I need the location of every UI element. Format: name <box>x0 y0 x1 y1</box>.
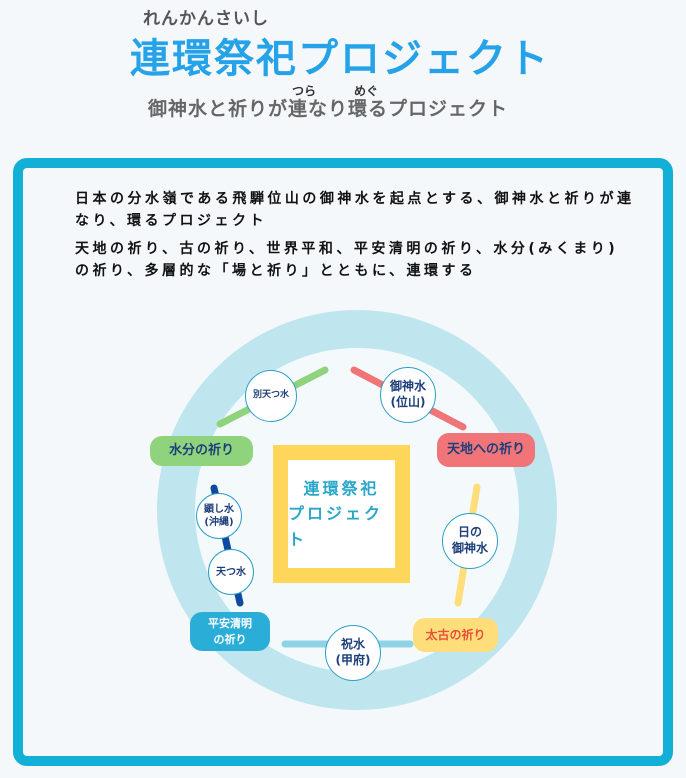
title-ruby: れんかんさいし <box>143 9 269 29</box>
bubble-iwai: 祝水(甲府) <box>325 625 381 681</box>
kurai-line-1: 御神水 <box>389 379 426 394</box>
ruby-megu: めぐ <box>354 84 379 98</box>
description-2: 天地の祈り、古の祈り、世界平和、平安清明の祈り、水分(みくまり)の祈り、多層的な… <box>75 241 619 279</box>
pill-tenchi: 天地への祈り <box>437 433 535 467</box>
bubble-amatsu: 天つ水 <box>208 549 254 595</box>
iwai-line-2: (甲府) <box>335 653 371 667</box>
ruby-tsura: つら <box>292 84 317 98</box>
hi-line-2: 御神水 <box>451 541 488 555</box>
iwai-line-1: 祝水 <box>340 637 365 652</box>
page-title: 連環祭祀プロジェクト <box>130 36 550 82</box>
utsushi-line-2: (沖縄) <box>204 517 234 528</box>
bubble-kurai: 御神水(位山) <box>380 367 436 423</box>
center-line-2: プロジェクト <box>288 504 384 549</box>
heian-line-1: 平安清明 <box>208 617 252 631</box>
utsushi-line-1: 顕し水 <box>204 504 234 515</box>
description-1: 日本の分水嶺である飛騨位山の御神水を起点とする、御神水と祈りが連なり、環るプロジ… <box>75 191 635 229</box>
bubble-betsuamatsu: 別天つ水 <box>245 370 297 422</box>
subtitle: 御神水と祈りが連なり環るプロジェクト <box>148 98 509 120</box>
hi-line-1: 日の <box>457 525 482 540</box>
center-square: 連環祭祀 プロジェクト <box>273 445 410 583</box>
center-line-1: 連環祭祀 <box>303 478 380 498</box>
pill-mikumari: 水分の祈り <box>150 436 253 466</box>
bubble-utsushi: 顕し水 (沖縄) <box>196 493 242 539</box>
heian-line-2: の祈り <box>213 632 247 646</box>
kurai-line-2: (位山) <box>390 395 426 409</box>
pill-heian: 平安清明 の祈り <box>190 612 270 651</box>
bubble-hi: 日の御神水 <box>442 513 498 569</box>
pill-taiko: 太古の祈り <box>413 618 498 652</box>
